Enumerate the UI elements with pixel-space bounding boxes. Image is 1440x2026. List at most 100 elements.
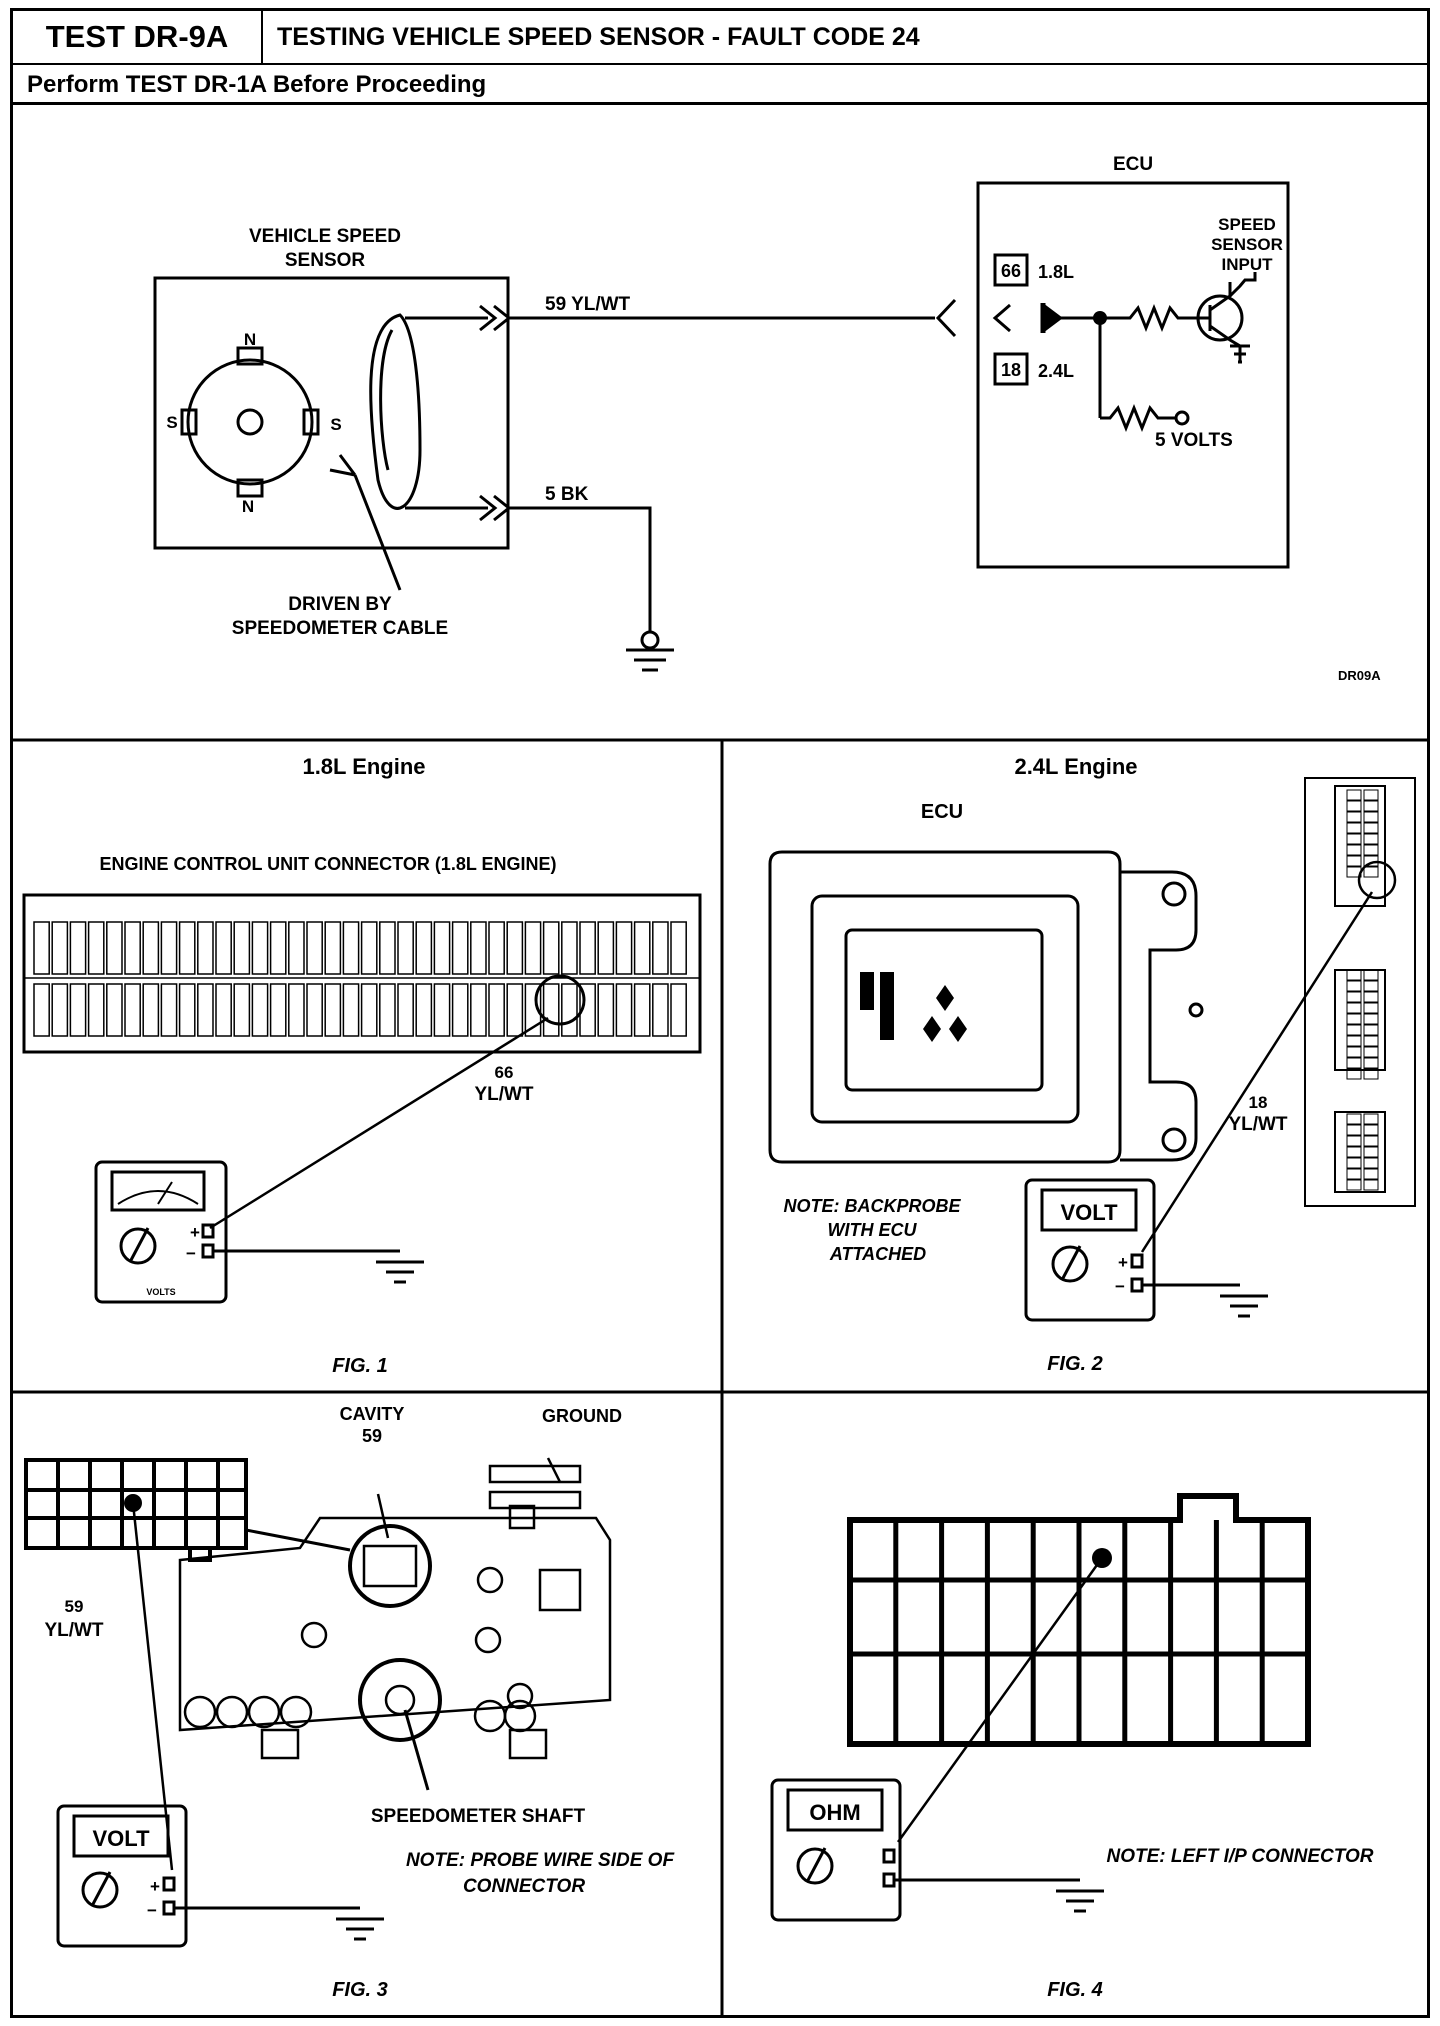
fig3-plus: +: [150, 1877, 160, 1896]
pullup-resistor: [1100, 403, 1176, 433]
connector-cavity: [633, 921, 651, 975]
wire-5-label: 5 BK: [545, 484, 589, 505]
pin-18-engine: 2.4L: [1038, 361, 1074, 381]
sensor-magnet-ring: [186, 358, 314, 486]
fig2-plus: +: [1118, 1253, 1128, 1272]
connector-cavity: [415, 983, 433, 1037]
side-connector-cavity: [1363, 789, 1379, 801]
connector-cavity: [415, 921, 433, 975]
connector-cavity: [470, 983, 487, 1037]
ecu-connector-1-8l: [22, 893, 702, 1054]
side-connector-cavity: [1363, 1157, 1379, 1169]
connector-cavity: [233, 921, 251, 975]
side-connector-cavity: [1346, 811, 1362, 823]
connector-cavity: [597, 921, 615, 975]
supply-label: 5 VOLTS: [1155, 430, 1233, 451]
fig2-meter-display: VOLT: [1060, 1200, 1118, 1225]
driven-by-1: DRIVEN BY: [288, 594, 392, 615]
connector-cavity: [451, 921, 469, 975]
side-connector-cavity: [1363, 844, 1379, 856]
side-connector-cavity: [1363, 1035, 1379, 1047]
fig3-minus: −: [147, 1901, 157, 1920]
connector-cavity: [397, 921, 414, 975]
wire-59-label: 59 YL/WT: [545, 294, 631, 315]
connector-cavity: [579, 921, 596, 975]
side-connector-cavity: [1363, 969, 1379, 981]
ground-tap: [640, 630, 660, 650]
side-connector-cavity: [1363, 1068, 1379, 1080]
speed-input-1: SPEED: [1218, 215, 1276, 234]
fig4-probe-lead: [896, 1557, 1104, 1843]
side-connector-cavity: [1346, 1124, 1362, 1136]
fig1-pin-label: 66: [495, 1063, 514, 1082]
side-connector-cavity: [1346, 1068, 1362, 1080]
connector-cavity: [197, 983, 214, 1037]
side-connector-cavity: [1346, 1179, 1362, 1191]
fig2-pin-label: 18: [1249, 1093, 1268, 1112]
fig3-note-2: CONNECTOR: [463, 1876, 585, 1897]
fig2-note-2: WITH ECU: [828, 1220, 918, 1240]
connector-cavity: [160, 983, 178, 1037]
side-connector-cavity: [1363, 1013, 1379, 1025]
side-connector-cavity: [1363, 1046, 1379, 1058]
transistor-ground: [1230, 344, 1250, 364]
fig3-note-1: NOTE: PROBE WIRE SIDE OF: [406, 1850, 676, 1871]
side-connector-cavity: [1346, 969, 1362, 981]
fig3-cavity-2: 59: [362, 1426, 382, 1446]
connector-cavity: [124, 983, 141, 1037]
side-connector-cavity: [1363, 1168, 1379, 1180]
fig1-plus: +: [190, 1223, 200, 1242]
connector-cavity: [524, 983, 542, 1037]
connector-cavity: [51, 921, 69, 975]
connector-cavity: [33, 921, 50, 975]
side-connector-cavity: [1346, 800, 1362, 812]
connector-cavity: [360, 983, 378, 1037]
fig2-wire-color: YL/WT: [1228, 1114, 1287, 1135]
fig4-panel: OHM NOTE: LEFT I/P CONNECTOR FIG. 4: [770, 1493, 1374, 2001]
instrument-cluster-back: [178, 1464, 612, 1760]
supply-terminal: [1174, 410, 1190, 426]
pole-bottom: [236, 478, 264, 498]
fig3-wire-pin: 59: [65, 1597, 84, 1616]
connector-cavity: [215, 983, 232, 1037]
side-connector-cavity: [1346, 1057, 1362, 1069]
connector-cavity: [178, 921, 196, 975]
side-connector-cavity: [1363, 1002, 1379, 1014]
sensor-shaft: [236, 408, 264, 436]
side-connector-cavity: [1363, 866, 1379, 878]
input-pulse: [1228, 272, 1257, 298]
side-connector-cavity: [1363, 811, 1379, 823]
connector-cavity: [215, 921, 232, 975]
pole-n-top: N: [244, 330, 256, 349]
ohmmeter: [770, 1778, 1104, 1922]
connector-cavity: [106, 983, 123, 1037]
connector-cavity: [379, 983, 396, 1037]
fig3-caption: FIG. 3: [332, 1979, 388, 2001]
connector-pin-grid: [24, 921, 700, 1037]
side-connector-cavity: [1346, 980, 1362, 992]
side-connector-cavity: [1363, 800, 1379, 812]
fig3-probe-lead: [131, 1502, 174, 1871]
pin-66-highlight: [534, 974, 586, 1026]
analog-voltmeter: [94, 1160, 424, 1304]
fig3-wire-color: YL/WT: [44, 1620, 103, 1641]
side-connector-pin-grid: [1346, 789, 1379, 1191]
fig2-ecu-label: ECU: [921, 801, 963, 823]
digital-voltmeter-fig3: [56, 1804, 384, 1948]
connector-cavity: [324, 921, 342, 975]
fig4-meter-display: OHM: [809, 1800, 860, 1825]
fig2-heading: 2.4L Engine: [1014, 754, 1137, 779]
connector-cavity: [87, 983, 105, 1037]
pickup-coil-inner: [379, 329, 394, 471]
pickup-coil: [369, 313, 422, 510]
connector-cavity: [69, 921, 87, 975]
side-connector-cavity: [1363, 822, 1379, 834]
fig1-wire-color: YL/WT: [474, 1084, 533, 1105]
connector-cavity: [433, 921, 451, 975]
pole-left: [180, 408, 198, 436]
fig4-note: NOTE: LEFT I/P CONNECTOR: [1106, 1846, 1373, 1867]
fig1-connector-title: ENGINE CONTROL UNIT CONNECTOR (1.8L ENGI…: [99, 854, 556, 874]
fig3-cavity-1: CAVITY: [340, 1404, 405, 1424]
junction-dot: [1093, 311, 1107, 325]
